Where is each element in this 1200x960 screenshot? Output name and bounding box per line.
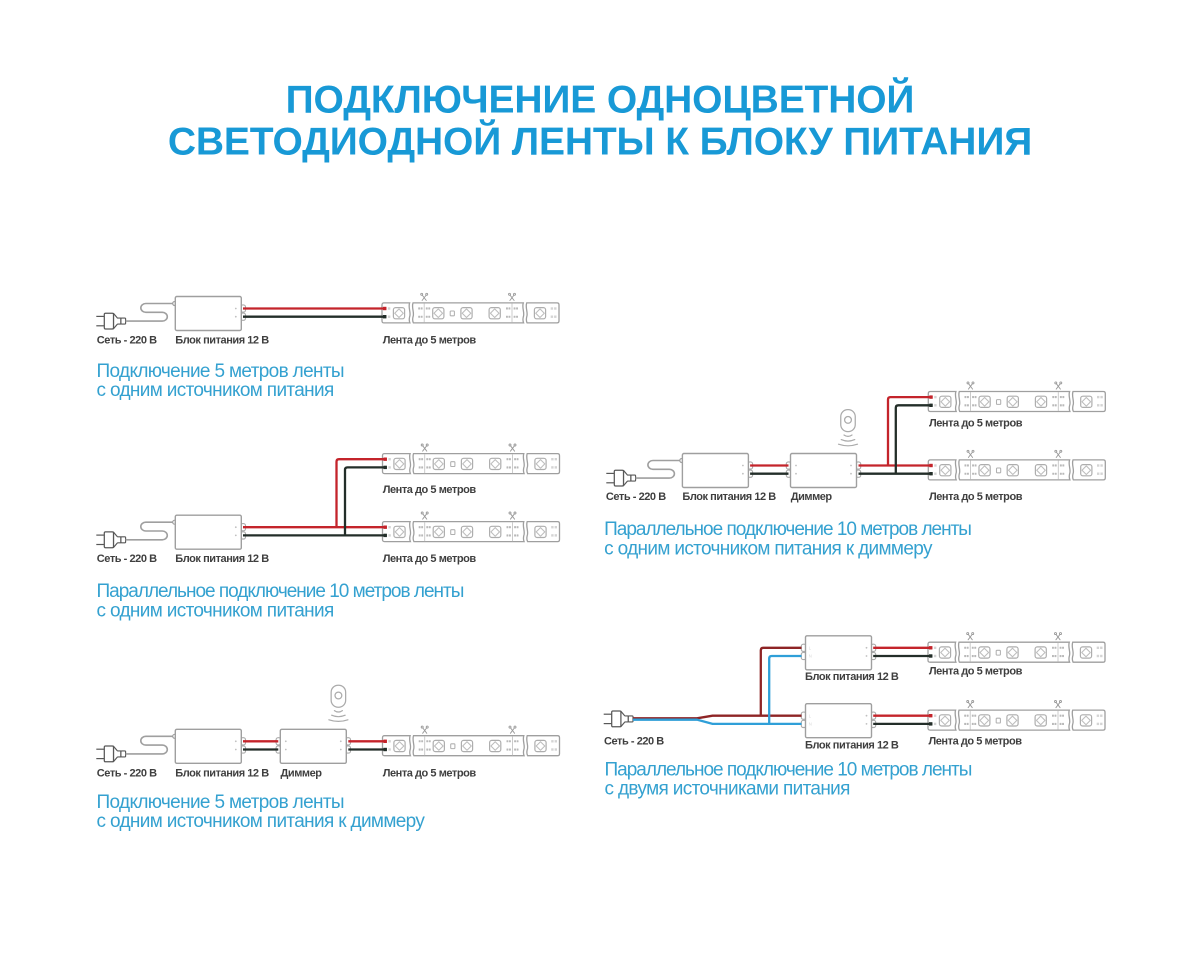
svg-text:Параллельное подключение 10 ме: Параллельное подключение 10 метров ленты: [605, 759, 972, 780]
svg-text:Сеть - 220 В: Сеть - 220 В: [604, 736, 664, 748]
svg-text:Блок питания 12 В: Блок питания 12 В: [175, 553, 269, 565]
svg-text:Параллельное подключение 10 ме: Параллельное подключение 10 метров ленты: [604, 519, 971, 540]
svg-text:с одним источником питания: с одним источником питания: [97, 600, 334, 621]
svg-text:Блок питания 12 В: Блок питания 12 В: [682, 491, 776, 503]
svg-text:Лента до 5 метров: Лента до 5 метров: [929, 418, 1023, 430]
svg-text:Лента до 5 метров: Лента до 5 метров: [929, 666, 1023, 678]
svg-text:Лента до 5 метров: Лента до 5 метров: [929, 491, 1023, 503]
svg-text:Лента до 5 метров: Лента до 5 метров: [929, 735, 1023, 747]
svg-text:Диммер: Диммер: [791, 491, 833, 503]
svg-text:с одним источником питания: с одним источником питания: [97, 380, 334, 401]
svg-text:Подключение 5 метров ленты: Подключение 5 метров ленты: [97, 792, 344, 813]
svg-text:Параллельное подключение 10 ме: Параллельное подключение 10 метров ленты: [97, 581, 464, 602]
svg-text:Сеть - 220 В: Сеть - 220 В: [97, 553, 157, 565]
svg-text:Блок питания 12 В: Блок питания 12 В: [175, 335, 269, 347]
svg-text:с двумя источниками питания: с двумя источниками питания: [605, 779, 850, 800]
svg-text:Сеть - 220 В: Сеть - 220 В: [97, 335, 157, 347]
svg-text:СВЕТОДИОДНОЙ ЛЕНТЫ К БЛОКУ ПИТ: СВЕТОДИОДНОЙ ЛЕНТЫ К БЛОКУ ПИТАНИЯ: [168, 118, 1032, 163]
svg-text:Блок питания 12 В: Блок питания 12 В: [805, 671, 899, 683]
svg-text:с одним источником питания к д: с одним источником питания к диммеру: [604, 538, 933, 559]
svg-text:Диммер: Диммер: [281, 768, 323, 780]
svg-text:с одним источником питания к д: с одним источником питания к диммеру: [97, 811, 426, 832]
svg-text:Сеть - 220 В: Сеть - 220 В: [97, 768, 157, 780]
svg-text:Лента до 5 метров: Лента до 5 метров: [383, 768, 477, 780]
svg-text:Лента до 5 метров: Лента до 5 метров: [383, 484, 477, 496]
svg-text:Блок питания 12 В: Блок питания 12 В: [805, 739, 899, 751]
svg-text:ПОДКЛЮЧЕНИЕ ОДНОЦВЕТНОЙ: ПОДКЛЮЧЕНИЕ ОДНОЦВЕТНОЙ: [286, 76, 915, 121]
svg-text:Блок питания 12 В: Блок питания 12 В: [175, 768, 269, 780]
svg-text:Лента до 5 метров: Лента до 5 метров: [383, 553, 477, 565]
svg-text:Подключение 5 метров ленты: Подключение 5 метров ленты: [97, 361, 344, 382]
svg-text:Сеть - 220 В: Сеть - 220 В: [606, 491, 666, 503]
svg-text:Лента до 5 метров: Лента до 5 метров: [383, 335, 477, 347]
